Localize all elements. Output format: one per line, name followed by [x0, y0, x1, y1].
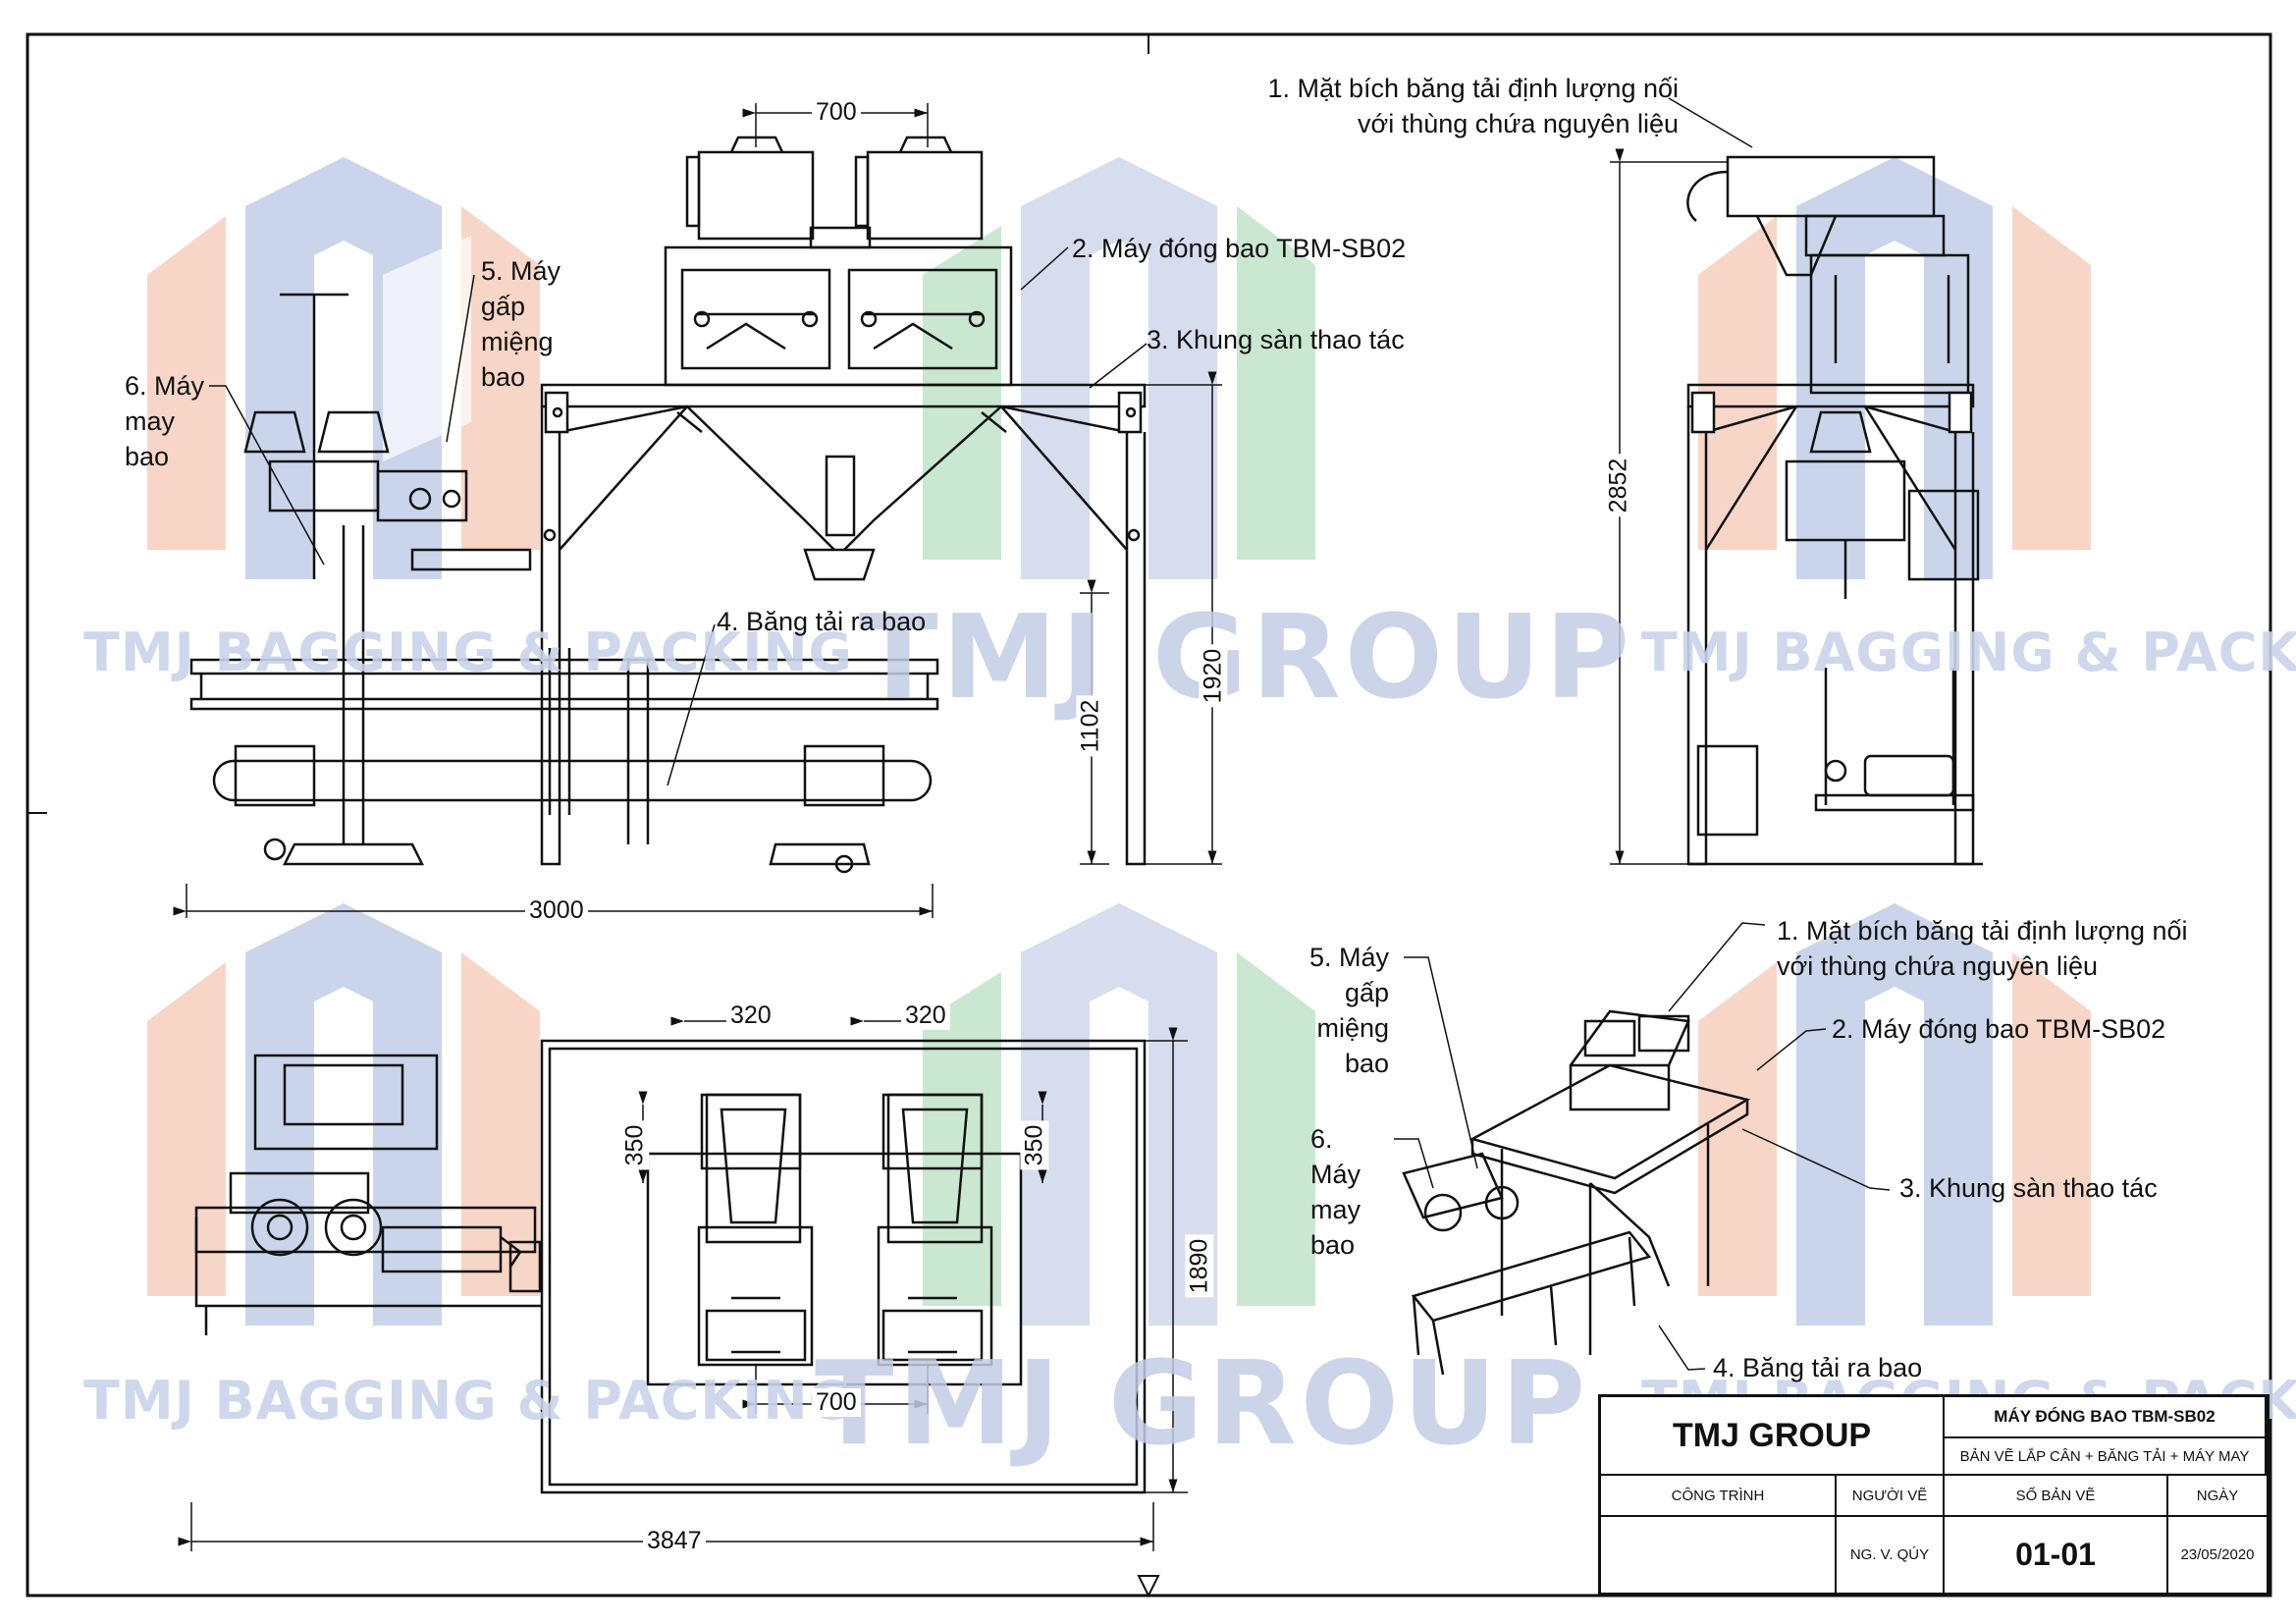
- title-block-subtitle: BẢN VẼ LẮP CÂN + BĂNG TẢI + MÁY MAY: [1945, 1438, 2267, 1476]
- label-sewing-machine-iso: 6. Máy may bao: [1310, 1124, 1362, 1260]
- title-block-project-value: [1601, 1517, 1837, 1593]
- dim-top-left-spout: 320: [726, 1001, 775, 1030]
- label-sewing-machine-front: 6. Máy may bao: [125, 371, 205, 471]
- label-flange-side: 1. Mặt bích băng tải định lượng nối với …: [1267, 74, 1679, 138]
- watermark-group-bottom: TMJ GROUP: [815, 1335, 1590, 1471]
- watermark-logo: [147, 157, 2091, 1326]
- title-block-project-header: CÔNG TRÌNH: [1601, 1476, 1837, 1517]
- title-block-title: MÁY ĐÓNG BAO TBM-SB02: [1945, 1397, 2267, 1438]
- front-view: [189, 135, 1147, 874]
- title-block-drawing-no-value: 01-01: [1945, 1517, 2168, 1593]
- label-folding-machine-iso: 5. Máy gấp miệng bao: [1308, 943, 1389, 1078]
- top-view: [194, 1039, 1147, 1494]
- dim-top-left-depth: 350: [620, 1120, 650, 1170]
- label-flange-iso: 1. Mặt bích băng tải định lượng nối với …: [1777, 916, 2188, 981]
- label-folding-machine-front: 5. Máy gấp miệng bao: [481, 256, 561, 392]
- dim-front-top-width: 700: [812, 98, 861, 127]
- dim-top-depth: 1890: [1185, 1234, 1214, 1298]
- title-block-company: TMJ GROUP: [1601, 1397, 1945, 1476]
- dim-top-right-spout: 320: [901, 1001, 950, 1030]
- dim-front-conveyor-height: 1102: [1076, 695, 1105, 757]
- title-block-drawer-header: NGƯỜI VẼ: [1837, 1476, 1945, 1517]
- dim-top-spout-spacing: 700: [812, 1388, 861, 1417]
- iso-leaders: [1394, 922, 1891, 1371]
- title-block-date-header: NGÀY: [2168, 1476, 2267, 1517]
- label-bagging-machine-front: 2. Máy đóng bao TBM-SB02: [1072, 234, 1407, 263]
- label-bagging-machine-iso: 2. Máy đóng bao TBM-SB02: [1832, 1014, 2166, 1044]
- title-block-date-value: 23/05/2020: [2180, 1546, 2255, 1563]
- title-block-drawing-no-header: SỐ BẢN VẼ: [1945, 1476, 2168, 1517]
- label-conveyor-front: 4. Băng tải ra bao: [717, 607, 927, 636]
- title-block: TMJ GROUP MÁY ĐÓNG BAO TBM-SB02 BẢN VẼ L…: [1598, 1394, 2269, 1596]
- label-conveyor-iso: 4. Băng tải ra bao: [1713, 1353, 1923, 1382]
- label-platform-front: 3. Khung sàn thao tác: [1147, 325, 1405, 354]
- watermark-brand-tr: TMJ BAGGING & PACKING: [1641, 622, 2296, 683]
- dim-top-total-width: 3847: [643, 1527, 706, 1555]
- title-block-drawer-value: NG. V. QÚY: [1837, 1517, 1945, 1593]
- dim-front-platform-height: 1920: [1199, 644, 1228, 708]
- iso-view: [1402, 1009, 1751, 1376]
- label-platform-iso: 3. Khung sàn thao tác: [1899, 1173, 2158, 1203]
- watermark-brand-tl: TMJ BAGGING & PACKING: [83, 622, 853, 683]
- side-view: [1686, 155, 1983, 866]
- watermark-group-top: TMJ GROUP: [859, 589, 1634, 725]
- watermark-brand-bl: TMJ BAGGING & PACKING: [83, 1370, 853, 1432]
- dim-front-total-width: 3000: [525, 896, 588, 925]
- dim-side-total-height: 2852: [1604, 454, 1633, 517]
- dim-top-right-depth: 350: [1020, 1120, 1049, 1170]
